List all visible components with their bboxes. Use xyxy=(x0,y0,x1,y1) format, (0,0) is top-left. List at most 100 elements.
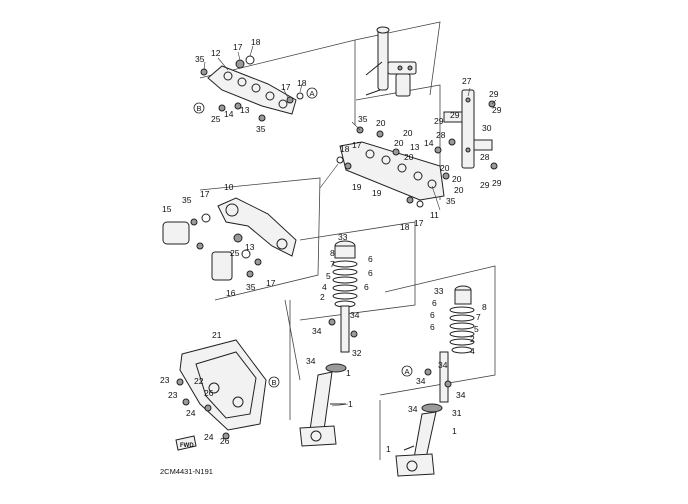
callout-9: 8 xyxy=(482,302,487,312)
fwd-label: FWD xyxy=(180,443,194,449)
callout-34: 34 xyxy=(456,390,466,400)
callout-7: 6 xyxy=(368,268,373,278)
callout-26: 26 xyxy=(220,436,230,446)
callout-29: 29 xyxy=(450,110,460,120)
svg-text:A: A xyxy=(404,367,409,376)
callout-13: 13 xyxy=(245,242,255,252)
callout-14: 14 xyxy=(224,109,234,119)
callout-23: 23 xyxy=(168,390,178,400)
svg-text:B: B xyxy=(271,378,276,387)
callout-18: 18 xyxy=(297,78,307,88)
ref-mark-a-lower: A xyxy=(401,365,413,377)
callout-22: 22 xyxy=(194,376,204,386)
callout-20: 20 xyxy=(440,163,450,173)
svg-text:B: B xyxy=(196,104,201,113)
callout-35: 35 xyxy=(195,54,205,64)
callout-17: 17 xyxy=(414,218,424,228)
callout-24: 24 xyxy=(204,432,214,442)
callout-7: 6 xyxy=(364,282,369,292)
left-shock-assembly xyxy=(299,240,358,447)
upper-link-plate xyxy=(200,55,304,122)
callout-12: 12 xyxy=(211,48,221,58)
callout-2: 1 xyxy=(346,368,351,378)
callout-17: 17 xyxy=(352,140,362,150)
callout-20: 20 xyxy=(452,174,462,184)
callout-9: 8 xyxy=(330,248,335,258)
callout-17: 17 xyxy=(233,42,243,52)
callout-13: 13 xyxy=(240,105,250,115)
ref-mark-b-upper: B xyxy=(193,102,205,114)
callout-2: 1 xyxy=(452,426,457,436)
side-bracket xyxy=(443,89,498,170)
drawing-code: 2CM4431-N191 xyxy=(160,467,213,476)
callout-20: 20 xyxy=(404,152,414,162)
callout-11: 11 xyxy=(430,210,439,220)
middle-link-arm xyxy=(162,197,297,281)
callout-28: 28 xyxy=(436,130,446,140)
callout-25: 25 xyxy=(211,114,221,124)
callout-32: 32 xyxy=(352,348,362,358)
callout-17: 17 xyxy=(200,189,210,199)
callout-34: 34 xyxy=(306,356,316,366)
callout-7: 6 xyxy=(430,322,435,332)
callout-25: 25 xyxy=(230,248,240,258)
callout-29: 29 xyxy=(480,180,490,190)
callout-34: 34 xyxy=(408,404,418,414)
callout-10: 10 xyxy=(224,182,234,192)
callout-18: 18 xyxy=(340,144,350,154)
callout-19: 19 xyxy=(372,188,382,198)
ref-mark-a-upper: A xyxy=(306,87,318,99)
reference-marks: A B A B xyxy=(193,87,413,388)
callout-33: 33 xyxy=(338,232,348,242)
callout-8: 7 xyxy=(330,259,335,269)
leader-lines xyxy=(203,45,497,451)
callout-29: 29 xyxy=(489,89,499,99)
callout-17: 17 xyxy=(266,278,276,288)
callout-34: 34 xyxy=(416,376,426,386)
callout-29: 29 xyxy=(492,178,502,188)
callout-18: 18 xyxy=(400,222,410,232)
callout-29: 29 xyxy=(492,105,502,115)
svg-text:A: A xyxy=(309,89,314,98)
callout-35: 35 xyxy=(246,282,256,292)
callout-13: 13 xyxy=(410,142,420,152)
callout-15: 15 xyxy=(162,204,172,214)
right-shock-assembly xyxy=(395,285,475,477)
lower-mount-bracket: FWD xyxy=(175,339,267,451)
callout-20: 20 xyxy=(454,185,464,195)
callout-24: 24 xyxy=(186,408,196,418)
callout-6: 5 xyxy=(474,324,479,334)
callout-35: 35 xyxy=(182,195,192,205)
callout-1: 1 xyxy=(348,399,353,409)
callout-4: 2 xyxy=(470,334,475,344)
callout-8: 7 xyxy=(476,312,481,322)
callout-21: 21 xyxy=(212,330,222,340)
callout-6: 5 xyxy=(326,271,331,281)
callout-20: 20 xyxy=(394,138,404,148)
callout-34: 34 xyxy=(350,310,360,320)
callout-35: 35 xyxy=(256,124,266,134)
callout-29: 29 xyxy=(434,116,444,126)
callout-26: 26 xyxy=(204,388,214,398)
callout-16: 16 xyxy=(226,288,236,298)
callout-33: 33 xyxy=(434,286,444,296)
callout-31: 31 xyxy=(452,408,462,418)
callout-34: 34 xyxy=(438,360,448,370)
callout-34: 34 xyxy=(312,326,322,336)
callout-7: 6 xyxy=(368,254,373,264)
callout-7: 6 xyxy=(430,310,435,320)
callout-20: 20 xyxy=(403,128,413,138)
callout-27: 27 xyxy=(462,76,472,86)
callout-7: 6 xyxy=(432,298,437,308)
callout-5: 4 xyxy=(322,282,327,292)
ref-mark-b-lower: B xyxy=(268,376,280,388)
callout-28: 28 xyxy=(480,152,490,162)
callout-14: 14 xyxy=(424,138,434,148)
callout-23: 23 xyxy=(160,375,170,385)
callout-labels: 35 12 17 18 17 18 14 13 25 35 35 20 20 2… xyxy=(160,37,502,454)
main-link-arm xyxy=(336,126,450,208)
steering-column xyxy=(365,26,417,97)
callout-20: 20 xyxy=(376,118,386,128)
callout-4: 2 xyxy=(320,292,325,302)
